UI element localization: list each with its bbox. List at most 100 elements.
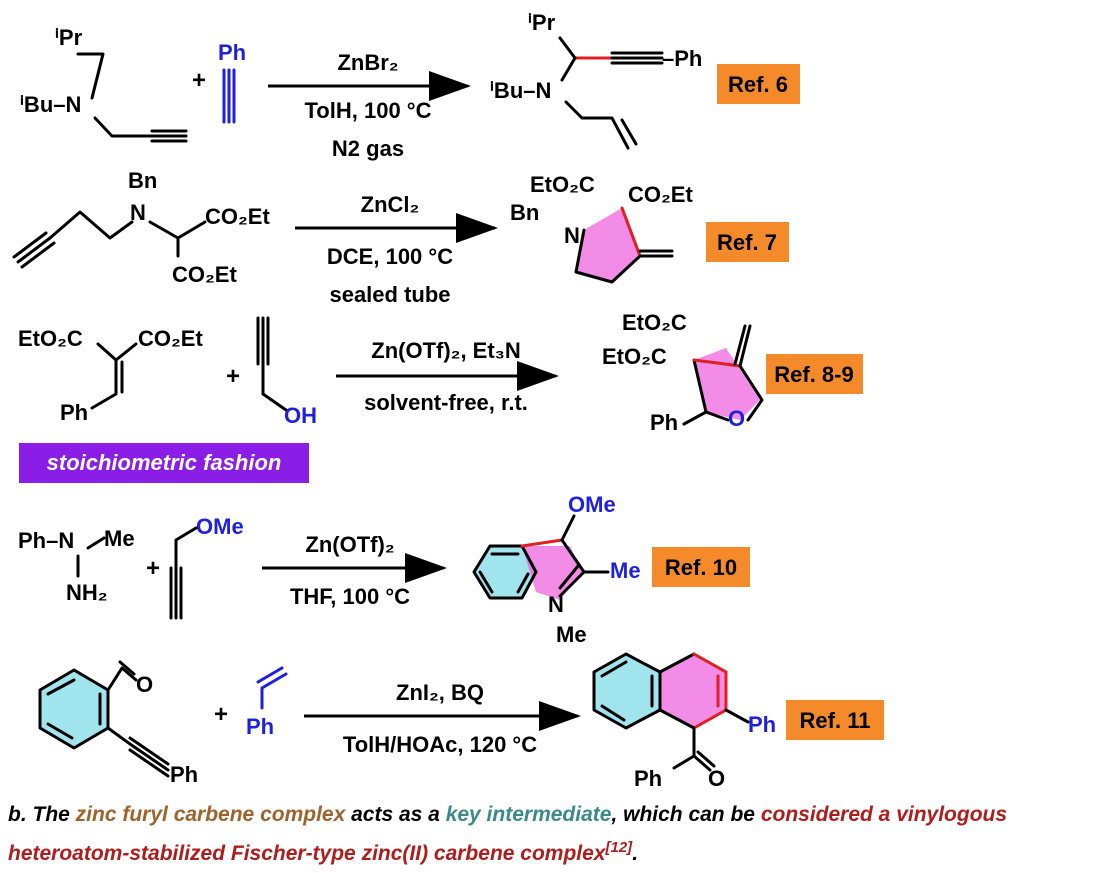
sm1-benzylidene-malonate: EtO₂C CO₂Et Ph (18, 326, 203, 425)
reagent: Zn(OTf)₂, Et₃N (371, 338, 520, 363)
caption: b. The zinc furyl carbene complex acts a… (8, 798, 1098, 870)
new-bond (692, 358, 742, 368)
alkyne-bond (150, 129, 188, 143)
new-bond (520, 538, 564, 548)
reagent: ZnBr₂ (337, 50, 398, 75)
bond (148, 220, 207, 258)
pyrrole-ring (522, 546, 582, 600)
caption-text: b. The (8, 803, 76, 826)
bond (560, 56, 577, 82)
label-bn: Bn (510, 200, 539, 225)
plus-sign: + (214, 701, 228, 728)
label-ph: Ph (60, 400, 88, 425)
label-ph: Ph (650, 410, 678, 435)
bond (682, 410, 708, 426)
bond (86, 536, 106, 550)
label-ph-n: Ph–N (18, 528, 74, 553)
new-bond (620, 206, 642, 258)
reagent: Zn(OTf)₂ (305, 532, 394, 557)
label-eto2c: EtO₂C (622, 310, 687, 335)
aromatic-bond (478, 552, 530, 594)
bond (93, 116, 154, 138)
product-3: EtO₂C EtO₂C Ph O (602, 310, 764, 435)
reaction-5: O Ph + Ph ZnI₂, BQ TolH/HOAc, 120 °C Ph … (38, 652, 884, 791)
plus-sign: + (192, 67, 206, 94)
alkyne-bond (169, 566, 183, 620)
reaction-scheme: ⁱPr ⁱBu–N + Ph ZnBr₂ TolH, 100 °C N2 gas… (12, 10, 884, 791)
ref-badge (766, 354, 863, 394)
label-ome: OMe (196, 514, 244, 539)
alkyne-bond (256, 316, 270, 366)
pyrrolidine-ring (576, 208, 640, 282)
reaction-3: EtO₂C CO₂Et Ph + OH Zn(OTf)₂, Et₃N solve… (18, 310, 863, 435)
label-me: Me (610, 558, 641, 583)
label-eto2c: EtO₂C (18, 326, 83, 351)
new-bond (692, 652, 728, 730)
ref-label: Ref. 6 (728, 72, 788, 97)
label-ph: –Ph (662, 46, 702, 71)
badge-label: stoichiometric fashion (47, 450, 282, 475)
label-n: N (564, 223, 580, 248)
label-ph: Ph (634, 766, 662, 791)
ring-bond (574, 228, 642, 284)
label-bn: Bn (128, 168, 157, 193)
ref-label: Ref. 11 (800, 708, 871, 733)
condition-temp: THF, 100 °C (290, 584, 410, 609)
label-ph: Ph (748, 712, 776, 737)
bond (174, 526, 198, 570)
bond (90, 342, 138, 410)
bond (558, 36, 577, 60)
reaction-1: ⁱPr ⁱBu–N + Ph ZnBr₂ TolH, 100 °C N2 gas… (20, 10, 800, 161)
label-o: O (136, 672, 153, 697)
condition-temp: DCE, 100 °C (327, 244, 453, 269)
product-1: ⁱPr –Ph ⁱBu–N (490, 10, 702, 150)
label-oh: OH (284, 403, 317, 428)
ref-badge (717, 64, 800, 104)
sm2-aminomalonate: N Bn CO₂Et CO₂Et (12, 168, 270, 287)
caption-highlight-fischer: considered a vinylogous heteroatom-stabi… (8, 803, 1008, 865)
label-n: N (130, 200, 146, 225)
label-eto2c: EtO₂C (602, 344, 667, 369)
caption-text: acts as a (345, 803, 446, 826)
ref-badge (786, 700, 884, 740)
label-o: O (708, 766, 725, 791)
alkyne-bond (106, 726, 170, 778)
sm2-styrene: Ph (246, 666, 288, 739)
bond (560, 514, 576, 542)
label-ibu-n: ⁱBu–N (490, 78, 551, 103)
ref-badge (706, 222, 789, 262)
ring-bond (658, 652, 696, 730)
label-co2et: CO₂Et (205, 204, 270, 229)
label-me: Me (556, 622, 587, 647)
ref-label: Ref. 8-9 (774, 362, 853, 387)
sm1-amine: ⁱPr ⁱBu–N (20, 25, 188, 143)
condition-temp: TolH, 100 °C (305, 98, 432, 123)
label-co2et: CO₂Et (172, 262, 237, 287)
reagent: ZnCl₂ (361, 192, 420, 217)
label-ph: Ph (170, 762, 198, 787)
vinyl-bond (256, 666, 288, 710)
exo-methylene (733, 324, 752, 368)
ref-label: Ref. 7 (717, 230, 777, 255)
condition: solvent-free, r.t. (364, 390, 528, 415)
product-4-indole: OMe Me N Me (472, 492, 641, 647)
sm2-methoxy-propyne: OMe (169, 514, 244, 620)
exo-methylene (638, 249, 674, 258)
label-ipr: ⁱPr (55, 25, 83, 50)
sm2-phenylacetylene: Ph (218, 40, 246, 124)
allyl-bond (564, 100, 638, 150)
aromatic-bond (600, 660, 654, 722)
badge-box (19, 443, 309, 483)
label-me: Me (104, 526, 135, 551)
ketone-bond (672, 726, 716, 772)
condition-temp: TolH/HOAc, 120 °C (343, 732, 537, 757)
plus-sign: + (226, 363, 240, 390)
caption-highlight-intermediate: key intermediate (445, 803, 612, 826)
condition-vessel: sealed tube (329, 282, 450, 307)
stoichiometric-badge: stoichiometric fashion (19, 443, 309, 483)
label-n: N (548, 592, 564, 617)
ref-label: Ref. 10 (665, 555, 737, 580)
label-ph: Ph (218, 40, 246, 65)
caption-citation: [12] (605, 839, 633, 856)
aromatic-bond (46, 678, 102, 740)
